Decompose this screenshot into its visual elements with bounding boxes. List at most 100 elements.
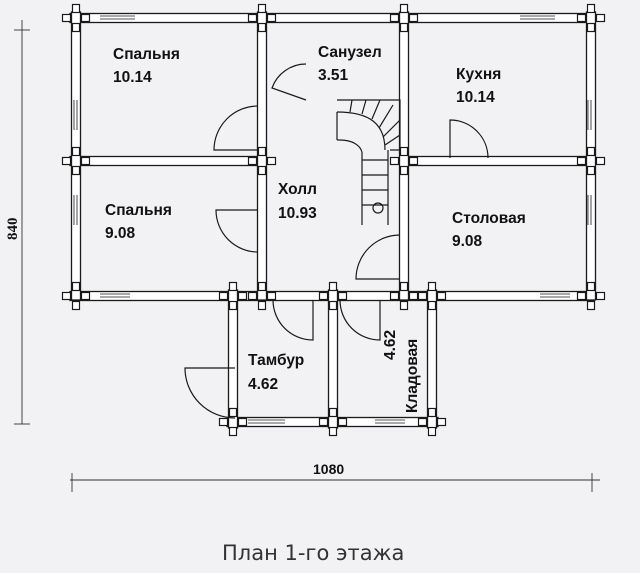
log-stub [337,417,348,427]
log-stub [228,426,238,437]
door-dining [355,234,401,280]
log-stub [417,417,428,427]
log-stub [71,22,81,33]
dimension-lines [14,20,600,492]
room-area-pantry: 4.62 [382,330,399,360]
log-stub [399,146,409,157]
log-stub [71,300,81,311]
log-stub [80,156,91,166]
log-stub [399,165,409,176]
room-name-bathroom: Санузел [318,44,382,61]
log-stub [257,146,267,157]
wall-top [69,12,595,24]
log-stub [399,281,409,292]
log-stub [389,291,400,301]
log-stub [436,417,447,427]
log-stub [595,291,606,301]
log-stub [228,281,238,292]
log-stub [399,300,409,311]
log-stub [80,291,91,301]
log-stub [328,281,338,292]
log-stub [586,22,596,33]
room-area-hall: 10.93 [278,205,317,222]
log-stub [71,165,81,176]
log-stub [247,291,258,301]
log-stub [399,3,409,14]
window-bottom-left [100,293,130,298]
door-bedroom2 [215,209,259,253]
log-stub [266,291,277,301]
window-bottom-right [540,293,570,298]
log-stub [595,13,606,23]
log-stub [417,291,428,301]
log-stub [586,281,596,292]
room-area-vestibule: 4.62 [248,376,278,393]
door-bedroom1 [213,105,259,151]
log-stub [257,3,267,14]
room-name-kitchen: Кухня [456,66,501,83]
room-area-dining: 9.08 [452,233,483,250]
log-stub [61,291,72,301]
room-name-dining: Столовая [452,210,526,227]
log-stub [328,407,338,418]
log-stub [586,146,596,157]
log-stub [266,13,277,23]
log-stub [266,156,277,166]
log-stub [80,13,91,23]
log-stub [257,165,267,176]
log-stub [427,300,437,311]
wall-mid-left [69,155,267,167]
log-stub [237,417,248,427]
log-stub [337,291,348,301]
log-stub [576,156,587,166]
log-stub [318,291,329,301]
log-corner-stubs [61,3,606,437]
log-stub [257,300,267,311]
room-name-hall: Холл [278,181,317,198]
window-top-right [520,15,555,20]
log-stub [595,156,606,166]
plan-caption: План 1-го этажа [222,541,404,565]
log-stub [228,407,238,418]
log-stub [228,300,238,311]
log-stub [328,300,338,311]
log-stub [247,13,258,23]
window-left-upper [73,100,78,130]
room-area-bedroom1: 10.14 [113,69,152,86]
window-vestibule [248,419,285,424]
log-stub [586,165,596,176]
log-stub [576,291,587,301]
windows [73,15,592,424]
log-stub [408,13,419,23]
log-stub [218,291,229,301]
log-stub [71,281,81,292]
log-stub [61,156,72,166]
log-stub [586,3,596,14]
log-stub [389,13,400,23]
log-stub [399,22,409,33]
door-entrance [184,367,236,419]
door-vestibule-hall [272,299,314,341]
door-pantry [339,299,381,341]
room-name-pantry: Кладовая [404,339,421,413]
window-top-left [100,15,135,20]
log-stub [576,13,587,23]
room-area-kitchen: 10.14 [456,89,495,106]
log-stub [71,3,81,14]
door-kitchen [449,119,489,159]
wall-annex-left [227,289,239,429]
log-stub [408,291,419,301]
log-stub [408,156,419,166]
log-stub [218,417,229,427]
log-stub [318,417,329,427]
room-name-bedroom2: Спальня [105,202,172,219]
log-stub [586,300,596,311]
log-stub [257,22,267,33]
dimension-depth: 840 [5,218,21,241]
log-stub [257,281,267,292]
room-name-bedroom1: Спальня [113,46,180,63]
stair [336,99,401,225]
dimension-width: 1080 [313,461,344,477]
door-bathroom [271,63,307,101]
